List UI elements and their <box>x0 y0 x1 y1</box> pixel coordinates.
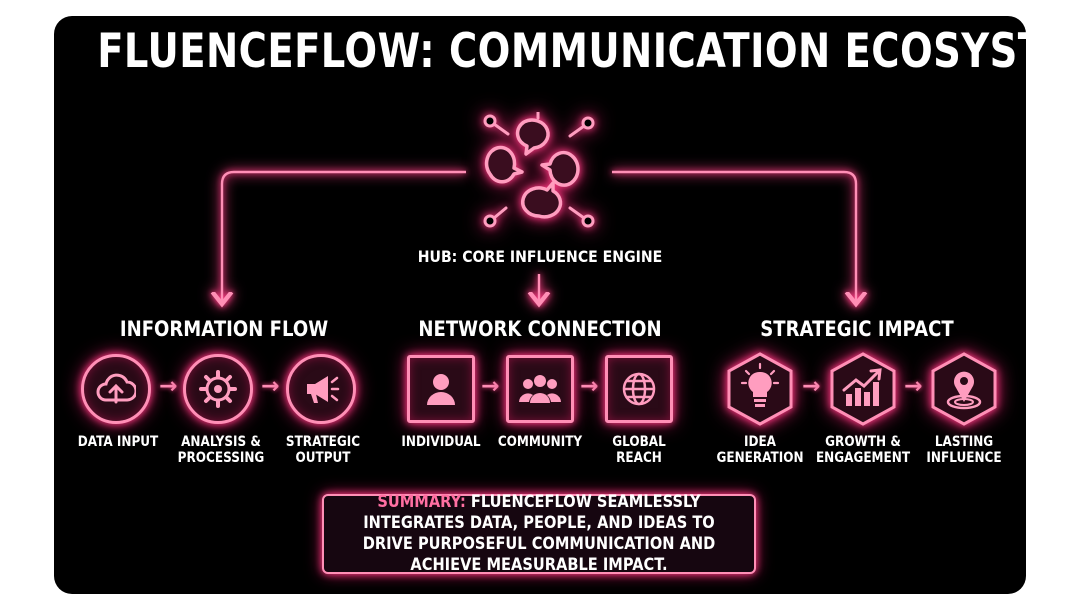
gear-icon <box>183 354 253 424</box>
arrow-right-icon: → <box>481 374 500 399</box>
group-title-network-connection: NETWORK CONNECTION <box>418 317 662 341</box>
node-idea-generation <box>721 350 799 428</box>
node-label-data-input: DATA INPUT <box>77 434 159 450</box>
node-label-strategic-output: STRATEGIC OUTPUT <box>285 434 361 466</box>
summary-text: SUMMARY: FLUENCEFLOW SEAMLESSLY INTEGRAT… <box>354 492 724 576</box>
connector-left <box>222 170 466 304</box>
arrow-right-icon: → <box>904 374 923 399</box>
node-label-idea-generation: IDEA GENERATION <box>716 434 804 466</box>
arrow-right-icon: → <box>261 374 280 399</box>
arrow-right-icon: → <box>802 374 821 399</box>
node-growth-engagement <box>824 350 902 428</box>
summary-body: FLUENCEFLOW SEAMLESSLY INTEGRATES DATA, … <box>362 492 716 575</box>
growth-chart-icon <box>830 352 896 426</box>
hub-label: HUB: CORE INFLUENCE ENGINE <box>417 247 663 266</box>
group-title-information-flow: INFORMATION FLOW <box>119 317 329 341</box>
arrow-right-icon: → <box>580 374 599 399</box>
page-title: FLUENCEFLOW: COMMUNICATION ECOSYSTEM <box>97 24 1080 79</box>
node-analysis-processing <box>183 354 253 424</box>
node-community <box>506 355 574 423</box>
node-label-growth-engagement: GROWTH & ENGAGEMENT <box>815 434 911 466</box>
node-label-analysis-processing: ANALYSIS & PROCESSING <box>177 434 265 466</box>
lightbulb-icon <box>727 352 793 426</box>
node-data-input <box>81 354 151 424</box>
group-title-strategic-impact: STRATEGIC IMPACT <box>760 317 954 341</box>
node-label-lasting-influence: LASTING INFLUENCE <box>926 434 1002 466</box>
connector-right <box>612 170 856 304</box>
globe-icon <box>605 355 673 423</box>
group-icon <box>506 355 574 423</box>
node-label-individual: INDIVIDUAL <box>401 434 481 450</box>
node-strategic-output <box>286 354 356 424</box>
megaphone-icon <box>286 354 356 424</box>
summary-box: SUMMARY: FLUENCEFLOW SEAMLESSLY INTEGRAT… <box>322 492 756 576</box>
node-lasting-influence <box>925 350 1003 428</box>
person-icon <box>407 355 475 423</box>
node-global-reach <box>605 355 673 423</box>
summary-label: SUMMARY: <box>377 492 466 512</box>
hub-network-icon <box>474 110 604 236</box>
arrow-right-icon: → <box>159 374 178 399</box>
node-label-global-reach: GLOBAL REACH <box>612 434 666 466</box>
node-label-community: COMMUNITY <box>497 434 583 450</box>
node-individual <box>407 355 475 423</box>
location-pin-icon <box>931 352 997 426</box>
cloud-upload-icon <box>81 354 151 424</box>
